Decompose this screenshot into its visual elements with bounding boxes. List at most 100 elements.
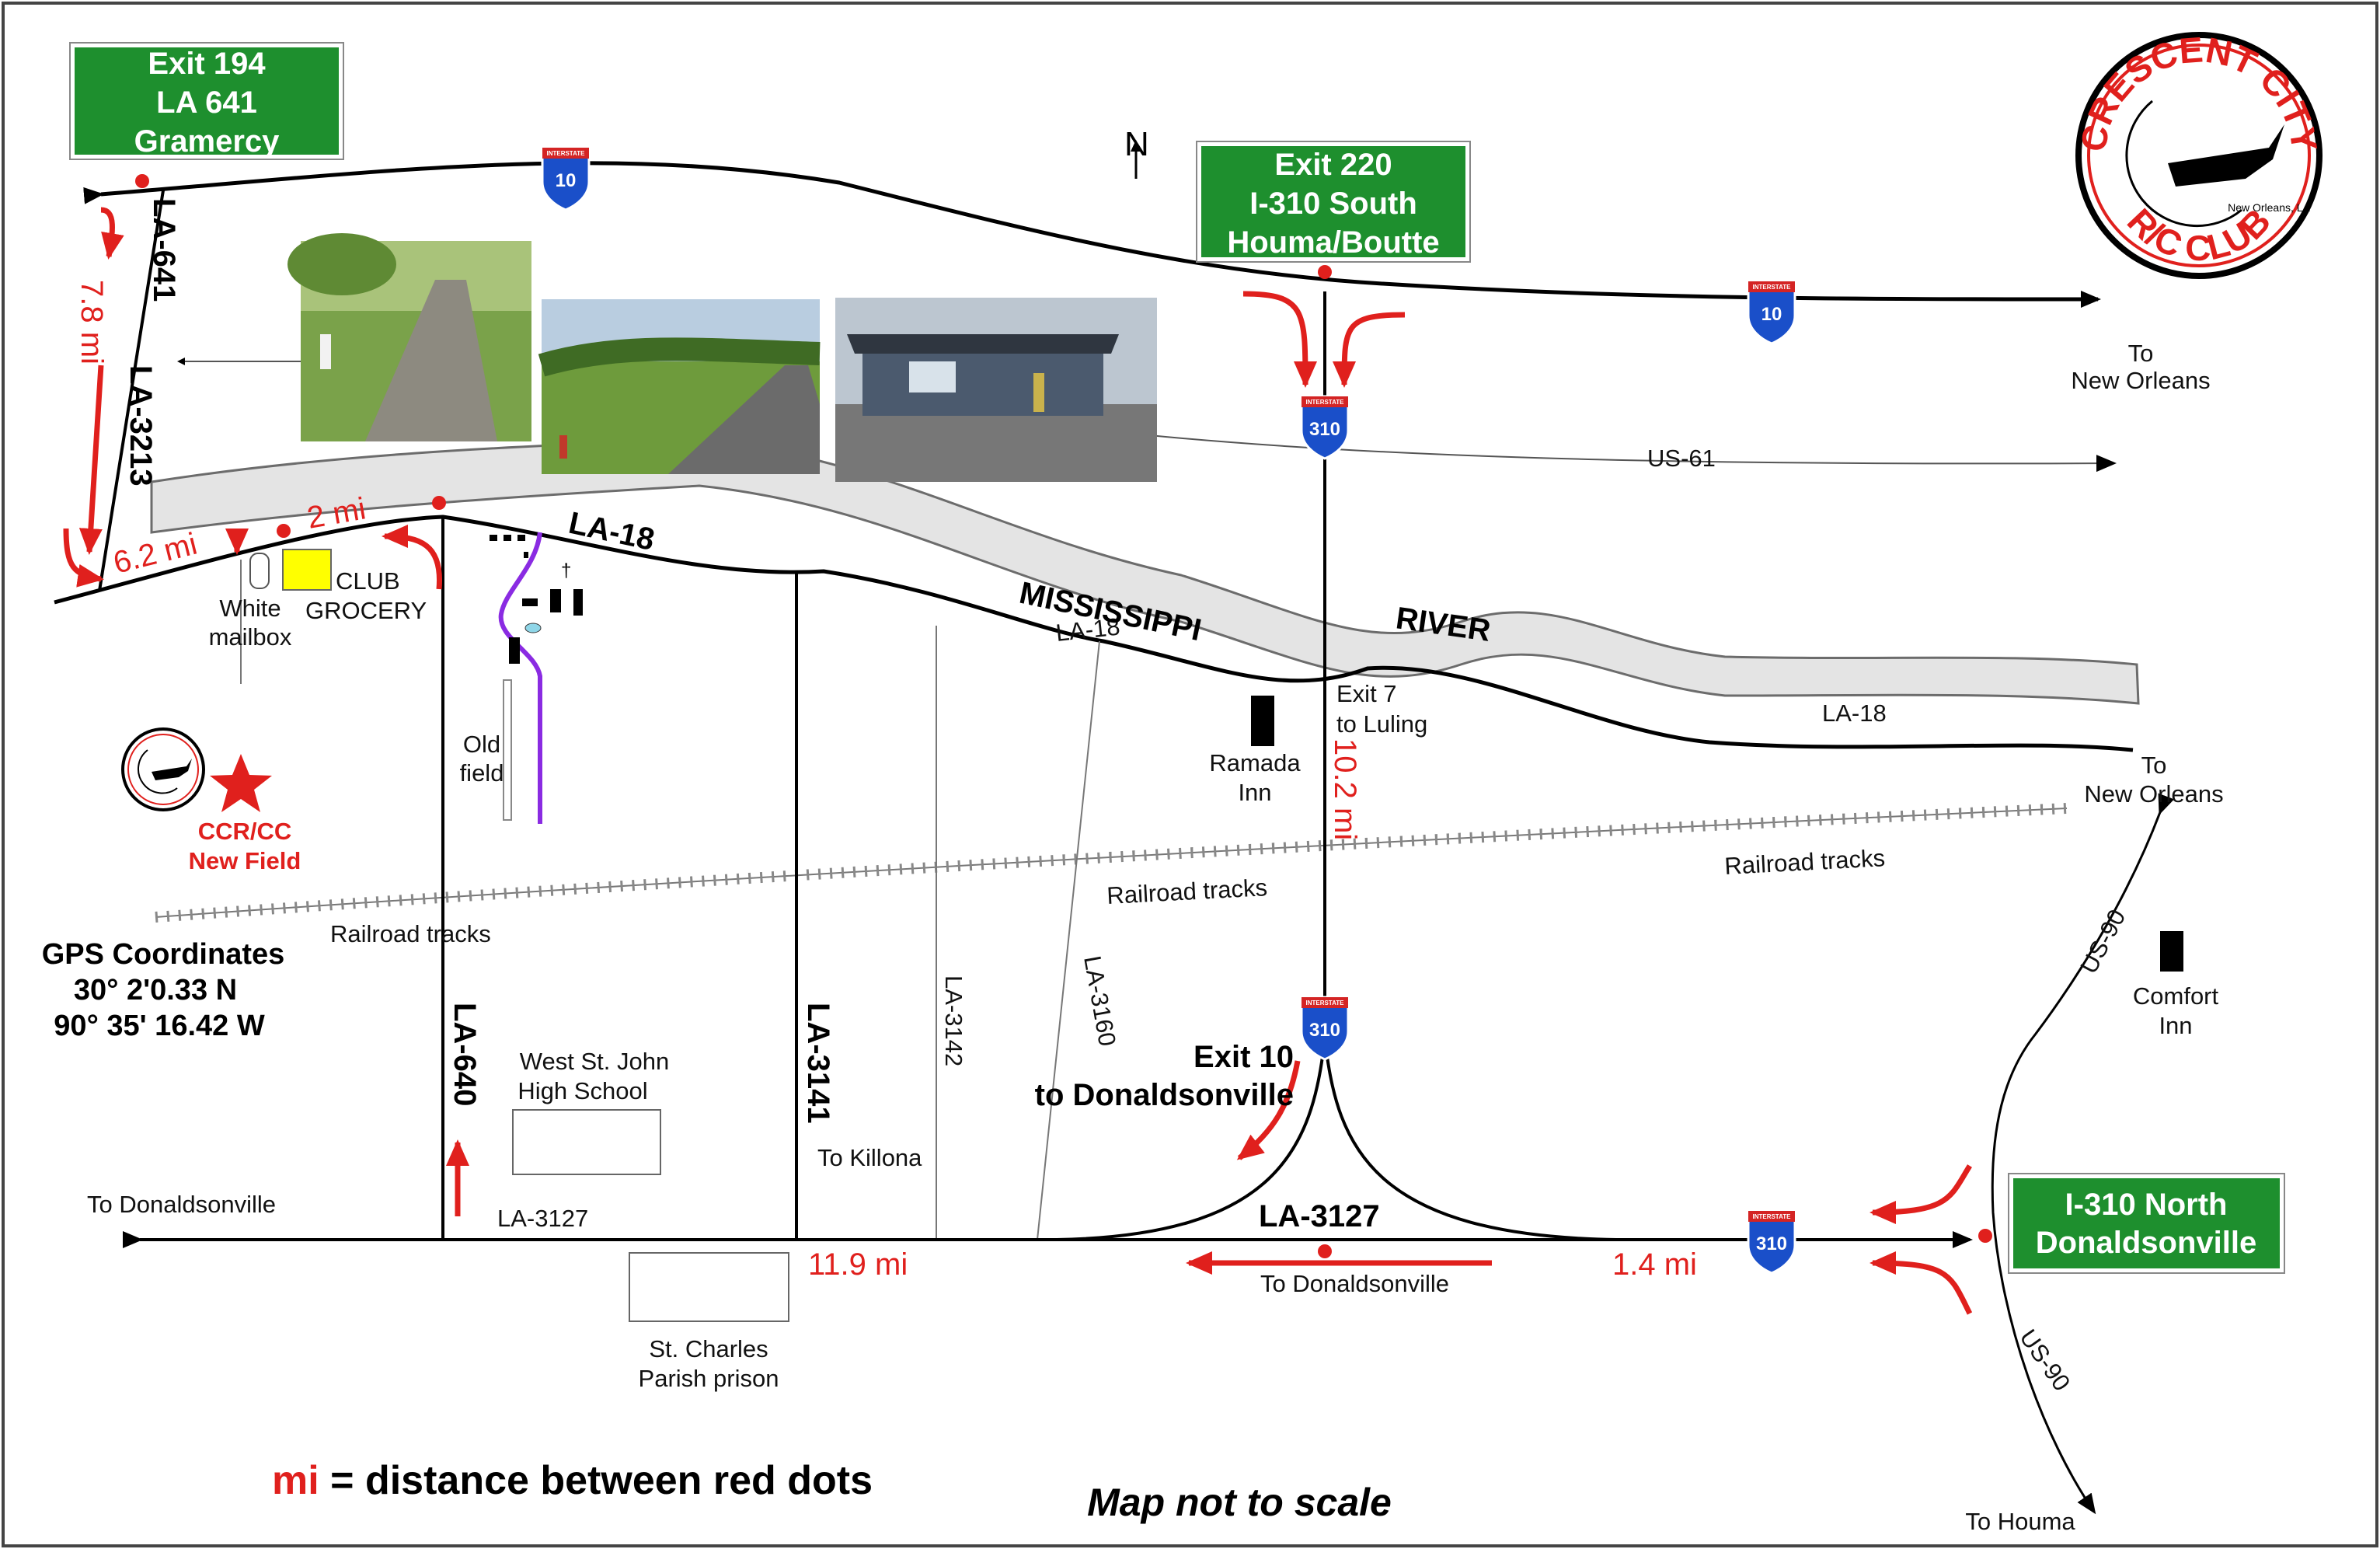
old-field-road xyxy=(498,532,542,824)
la-641-label: LA-641 xyxy=(147,198,181,302)
white-mailbox-marker xyxy=(249,553,270,589)
legend: mi = distance between red dots xyxy=(272,1458,873,1503)
la-3142-label: LA-3142 xyxy=(940,975,967,1066)
distance-dots xyxy=(135,174,1992,1258)
sign-exit-194: Exit 194 LA 641 Gramercy xyxy=(69,42,344,160)
shield-number: 310 xyxy=(1309,1020,1340,1041)
route-arrows xyxy=(63,207,1973,1315)
legend-rest: = distance between red dots xyxy=(319,1458,873,1503)
railroad-track-ties xyxy=(155,803,2068,923)
photo-road xyxy=(538,299,821,474)
new-field-line2: New Field xyxy=(189,847,301,874)
mississippi-river xyxy=(150,438,2140,705)
sign-220-line1: Exit 220 xyxy=(1274,148,1392,182)
white-mailbox-line2: mailbox xyxy=(209,623,292,651)
distance-10-2: 10.2 mi xyxy=(1328,738,1362,840)
us-61 xyxy=(1110,431,2117,473)
to-houma-label: To Houma xyxy=(1965,1508,2075,1535)
la-3127-small-label: LA-3127 xyxy=(497,1205,588,1232)
north-arrow: N xyxy=(1124,125,1149,179)
new-field-line1: CCR/CC xyxy=(198,818,292,845)
i10-shield: INTERSTATE 10 xyxy=(1747,280,1796,345)
gps-line2: 30° 2'0.33 N xyxy=(74,974,237,1007)
distance-11-9: 11.9 mi xyxy=(808,1247,908,1282)
comfort-line1: Comfort xyxy=(2133,982,2219,1010)
to-new-orleans-2-line1: To xyxy=(2141,752,2167,779)
photo-grocery xyxy=(835,298,1157,482)
white-mailbox-line1: White xyxy=(219,595,281,622)
north-label: N xyxy=(1124,125,1149,163)
distance-1-4: 1.4 mi xyxy=(1612,1247,1697,1282)
shield-number: 310 xyxy=(1309,419,1340,440)
distance-7-8: 7.8 mi xyxy=(75,280,109,365)
to-donaldsonville-south: To Donaldsonville xyxy=(1260,1270,1449,1297)
comfort-line2: Inn xyxy=(2159,1012,2192,1039)
new-field-star xyxy=(210,754,272,812)
school-building xyxy=(512,1109,661,1175)
i10-shield: INTERSTATE 10 xyxy=(541,146,591,211)
to-new-orleans-2-line2: New Orleans xyxy=(2084,780,2223,808)
exit-7-line1: Exit 7 xyxy=(1336,680,1397,707)
la-640-label: LA-640 xyxy=(448,1003,482,1106)
comfort-inn-marker xyxy=(2160,931,2183,972)
prison-line1: St. Charles xyxy=(649,1335,768,1362)
school-line1: West St. John xyxy=(520,1048,669,1075)
shield-banner: INTERSTATE xyxy=(1752,284,1791,291)
us-61-label: US-61 xyxy=(1647,445,1716,472)
to-new-orleans-1-line2: New Orleans xyxy=(2071,367,2210,394)
prison-line2: Parish prison xyxy=(639,1365,779,1392)
shield-number: 310 xyxy=(1756,1233,1787,1254)
i310-shield: INTERSTATE 310 xyxy=(1300,395,1350,460)
sign-i310-north: I-310 North Donaldsonville xyxy=(2008,1173,2285,1274)
to-killona-label: To Killona xyxy=(817,1144,922,1171)
exit-7-line2: to Luling xyxy=(1336,710,1427,738)
sign-exit-220: Exit 220 I-310 South Houma/Boutte xyxy=(1196,141,1471,263)
sign-220-line3: Houma/Boutte xyxy=(1227,225,1439,260)
shield-banner: INTERSTATE xyxy=(1305,399,1344,406)
la-18-east-label: LA-18 xyxy=(1822,699,1887,727)
sign-220-line2: I-310 South xyxy=(1249,187,1417,221)
i310-shield: INTERSTATE 310 xyxy=(1747,1209,1796,1275)
svg-text:†: † xyxy=(561,560,571,581)
ramada-line1: Ramada xyxy=(1209,749,1301,776)
to-new-orleans-1-line1: To xyxy=(2128,340,2154,367)
prison-building xyxy=(629,1252,789,1322)
la-3141-label: LA-3141 xyxy=(801,1003,835,1124)
ramada-line2: Inn xyxy=(1238,779,1271,806)
gps-line3: 90° 35' 16.42 W xyxy=(54,1010,265,1042)
old-field-buildings: † xyxy=(490,535,583,664)
old-field-line1: Old xyxy=(463,731,500,758)
gps-line1: GPS Coordinates xyxy=(42,938,285,971)
club-grocery-marker xyxy=(282,549,332,591)
shield-number: 10 xyxy=(1761,304,1782,325)
small-club-logo xyxy=(121,727,205,811)
la-3127-label: LA-3127 xyxy=(1259,1199,1380,1233)
la-3213-label: LA-3213 xyxy=(124,365,158,487)
to-donaldsonville-west: To Donaldsonville xyxy=(87,1191,276,1218)
exit-10-line2: to Donaldsonville xyxy=(1035,1078,1294,1112)
exit-10-line1: Exit 10 xyxy=(1193,1040,1294,1074)
shield-number: 10 xyxy=(556,170,577,191)
sign-194-line3: Gramercy xyxy=(134,124,281,159)
sign-310n-line2: Donaldsonville xyxy=(2036,1226,2257,1260)
club-logo: CRESCENT CITY R/C CLUB New Orleans, LA xyxy=(2072,29,2325,279)
la-18-road xyxy=(54,515,2134,752)
club-grocery-line1: CLUB xyxy=(336,567,400,595)
ramada-inn-marker xyxy=(1251,696,1274,746)
legend-mi: mi xyxy=(272,1458,319,1503)
old-field-line2: field xyxy=(460,759,504,787)
shield-banner: INTERSTATE xyxy=(546,150,585,157)
la-3160-road xyxy=(1037,640,1100,1240)
club-grocery-line2: GROCERY xyxy=(305,597,427,624)
sign-194-line1: Exit 194 xyxy=(148,47,266,81)
railroad-label-1: Railroad tracks xyxy=(330,920,491,947)
la-18-small-label: LA-18 xyxy=(1054,613,1121,647)
la-641-road xyxy=(98,190,165,591)
sign-194-line2: LA 641 xyxy=(156,85,257,120)
old-field-strip xyxy=(503,679,512,821)
us-90-road xyxy=(1991,793,2175,1515)
school-line2: High School xyxy=(517,1077,647,1104)
not-to-scale-note: Map not to scale xyxy=(1087,1481,1392,1524)
